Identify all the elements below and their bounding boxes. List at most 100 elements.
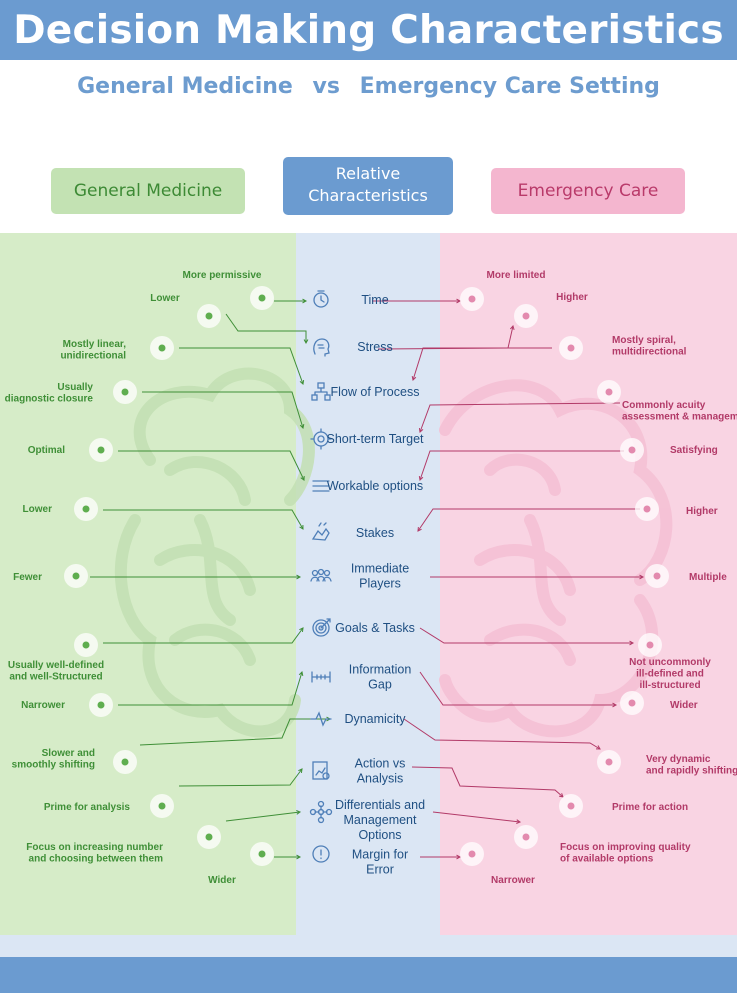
dot-ec-differentials-and-management-options-center	[522, 833, 530, 841]
dot-ec-action-vs-analysis	[559, 794, 583, 818]
connector-gm-differentials-and-management-options	[225, 811, 301, 822]
dot-ec-workable-options	[620, 438, 644, 462]
connector-gm-short-term-target	[142, 391, 304, 429]
network-icon	[309, 800, 333, 824]
connector-ec-time-arrowhead	[456, 298, 462, 304]
ec-value-differentials-and-management-options-line: of available options	[560, 854, 654, 865]
ec-value-workable-options: Satisfying	[670, 445, 718, 456]
connector-gm-short-term-target-arrowhead	[299, 423, 305, 429]
ec-value-short-term-target-line: Commonly acuity	[622, 400, 706, 411]
dot-ec-margin-for-error	[460, 842, 484, 866]
brain-watermark-right	[439, 379, 673, 738]
ec-value-margin-for-error: Narrower	[491, 875, 535, 886]
connector-ec-differentials-and-management-options-arrowhead	[516, 819, 522, 824]
gm-value-stakes-line: Lower	[23, 504, 53, 515]
dot-gm-flow-of-process	[150, 336, 174, 360]
characteristic-time: Time	[361, 293, 388, 307]
connector-ec-short-term-target-arrowhead	[418, 427, 424, 433]
ec-value-goals-tasks-line: Not uncommonly	[629, 657, 711, 668]
dot-gm-dynamicity	[113, 750, 137, 774]
dot-ec-flow-of-process-center	[567, 344, 575, 352]
dot-gm-information-gap-center	[97, 701, 105, 709]
dot-gm-margin-for-error	[250, 842, 274, 866]
characteristic-line: Management	[344, 813, 417, 827]
connector-gm-goals-tasks-arrowhead	[299, 627, 304, 633]
dot-gm-immediate-players-center	[72, 572, 80, 580]
dot-gm-margin-for-error-center	[258, 850, 266, 858]
characteristic-line: Differentials and	[335, 798, 425, 812]
dot-gm-time	[250, 286, 274, 310]
ec-value-information-gap-line: Wider	[670, 700, 698, 711]
gm-value-time: More permissive	[183, 270, 262, 281]
category-icons	[309, 290, 333, 863]
gm-value-flow-of-process-line: Mostly linear,	[63, 339, 127, 350]
dot-ec-goals-tasks	[638, 633, 662, 657]
characteristic-line: Immediate	[351, 562, 409, 576]
dot-ec-action-vs-analysis-center	[567, 802, 575, 810]
clock-icon	[313, 290, 329, 308]
ec-value-short-term-target-line: assessment & management	[622, 412, 737, 423]
connector-ec-action-vs-analysis-arrowhead	[558, 793, 564, 798]
dot-gm-differentials-and-management-options	[197, 825, 221, 849]
characteristic-line: Action vs	[355, 757, 406, 771]
connector-gm-goals-tasks	[103, 627, 304, 644]
connector-ec-information-gap-arrowhead	[612, 702, 618, 708]
warning-circle-icon	[312, 845, 330, 863]
connector-ec-stress	[377, 325, 514, 350]
characteristic-line: Time	[361, 293, 388, 307]
characteristic-line: Error	[366, 863, 394, 877]
dot-gm-short-term-target	[113, 380, 137, 404]
ec-value-stakes-line: Higher	[686, 506, 718, 517]
connector-lines	[90, 298, 645, 860]
connector-ec-short-term-target	[419, 402, 621, 433]
characteristic-line: Goals & Tasks	[335, 621, 415, 635]
connector-gm-flow-of-process	[179, 347, 304, 385]
gm-value-goals-tasks-line: Usually well-defined	[8, 660, 104, 671]
connector-ec-goals-tasks-arrowhead	[629, 640, 635, 646]
characteristic-line: Workable options	[327, 479, 423, 493]
gm-value-differentials-and-management-options-line: Focus on increasing number	[26, 842, 163, 853]
characteristic-line: Analysis	[357, 772, 404, 786]
ec-value-goals-tasks-line: ill-structured	[639, 680, 700, 691]
connector-gm-immediate-players-arrowhead	[296, 574, 302, 580]
dot-gm-stress	[197, 304, 221, 328]
header-emergency-care: Emergency Care	[491, 168, 685, 214]
dot-ec-differentials-and-management-options	[514, 825, 538, 849]
gm-value-stress: Lower	[150, 293, 180, 304]
ec-value-differentials-and-management-options-line: Focus on improving quality	[560, 842, 691, 853]
chart-analysis-icon	[312, 761, 330, 780]
dot-ec-time-center	[468, 295, 476, 303]
dot-gm-information-gap	[89, 693, 113, 717]
ec-value-action-vs-analysis-line: Prime for action	[612, 802, 688, 813]
connector-ec-flow-of-process-arrowhead	[411, 375, 417, 381]
characteristic-stress: Stress	[357, 340, 392, 354]
characteristic-line: Players	[359, 577, 401, 591]
dot-ec-information-gap	[620, 691, 644, 715]
gm-value-workable-options-line: Optimal	[28, 445, 65, 456]
characteristic-short-term-target: Short-term Target	[326, 432, 424, 446]
connector-ec-dynamicity-arrowhead	[595, 745, 601, 750]
gap-measure-icon	[311, 671, 331, 683]
ec-value-dynamicity-line: and rapidly shifting	[646, 766, 737, 777]
connector-ec-workable-options-arrowhead	[418, 475, 424, 481]
gm-value-dynamicity-line: smoothly shifting	[12, 760, 95, 771]
characteristic-line: Margin for	[352, 848, 408, 862]
dot-ec-flow-of-process	[559, 336, 583, 360]
connector-gm-dynamicity	[139, 718, 330, 746]
dot-ec-short-term-target	[597, 380, 621, 404]
dot-ec-dynamicity-center	[605, 758, 613, 766]
dot-ec-goals-tasks-center	[646, 641, 654, 649]
gm-value-immediate-players-line: Fewer	[13, 572, 42, 583]
menu-lines-icon	[312, 480, 330, 492]
dot-gm-action-vs-analysis	[150, 794, 174, 818]
pulse-icon	[310, 711, 332, 727]
ec-value-stress: Higher	[556, 292, 588, 303]
ec-value-workable-options-line: Satisfying	[670, 445, 718, 456]
